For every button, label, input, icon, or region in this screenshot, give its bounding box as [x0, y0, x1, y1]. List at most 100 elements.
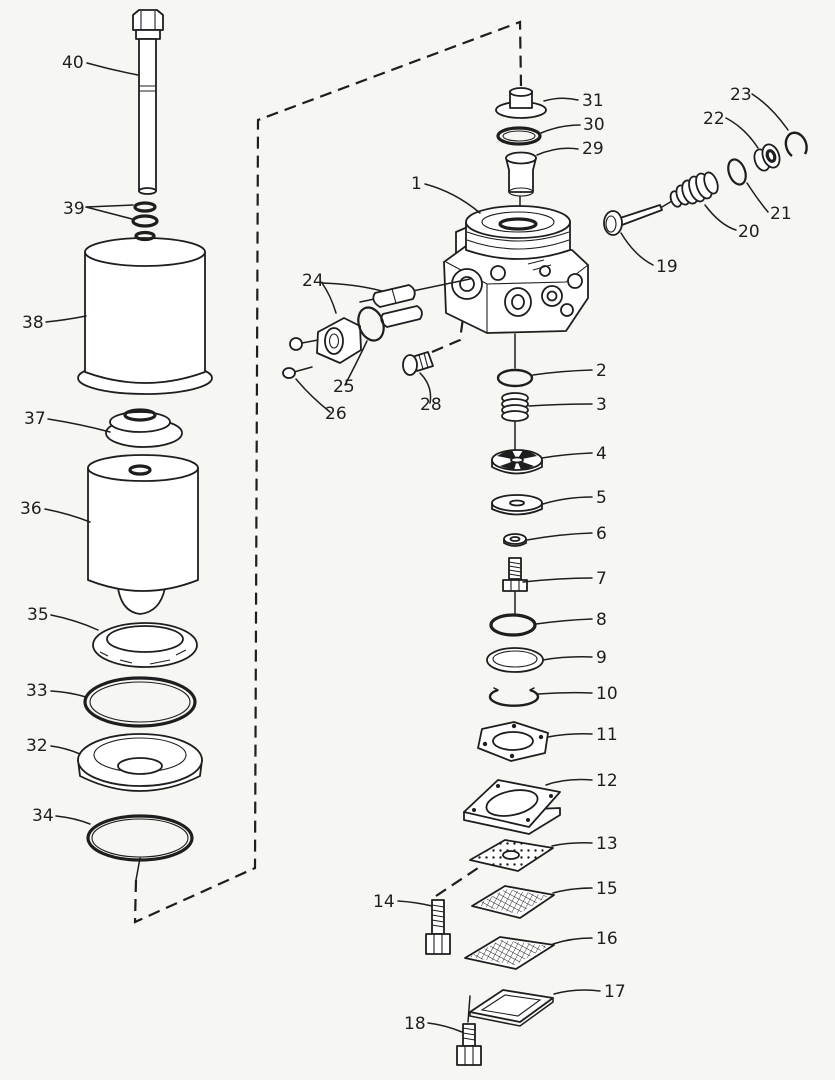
callout-7: 7: [596, 569, 607, 589]
part-14-bolt: [425, 899, 451, 955]
piston-24-housing-bore: [324, 327, 344, 355]
bolt-40-end: [138, 187, 157, 195]
spring-3-coil-4: [501, 410, 529, 422]
part-2-o-ring: [496, 368, 534, 388]
callout-22: 22: [703, 109, 725, 129]
leader-25: [344, 340, 368, 386]
o-ring-25: [357, 306, 385, 342]
leader-35: [50, 614, 99, 631]
part-29-sleeve: [505, 151, 537, 197]
gasket-37-mid: [109, 411, 171, 433]
screw-26-shank: [293, 366, 313, 373]
leader-32: [50, 745, 81, 755]
stem-19-shaft: [619, 204, 663, 226]
fitting-28-head: [402, 354, 418, 376]
part-20-bellows: [661, 171, 719, 208]
piston-24-cylinder-a-band: [391, 288, 397, 304]
bolt-18-head-edges: [464, 1046, 474, 1065]
leader-26: [295, 378, 331, 413]
callout-31: 31: [582, 91, 604, 111]
leader-7: [522, 577, 593, 583]
callout-12: 12: [596, 771, 618, 791]
part-33-o-ring: [83, 676, 197, 728]
part-3-spring: [501, 392, 529, 422]
part-32-base-cup: [77, 733, 203, 792]
frame-12-hole-1: [496, 784, 500, 788]
bolt-40-head: [132, 9, 164, 31]
leader-6: [526, 532, 593, 541]
frame-12-hole-3: [526, 818, 530, 822]
washer-6-hole: [509, 536, 521, 542]
part-31-cap: [495, 87, 547, 119]
callout-4: 4: [596, 444, 607, 464]
part-38-filter-cover: [77, 230, 213, 395]
filter-36-top-hole: [128, 464, 152, 476]
part-35-ring: [92, 622, 198, 668]
callout-34: 34: [32, 806, 54, 826]
filter-36-top: [87, 454, 199, 482]
leader-18: [427, 1022, 463, 1033]
part-18-bolt: [456, 1023, 482, 1066]
ring-9-inner: [492, 650, 538, 668]
part-36-filter-element: [87, 454, 199, 615]
bolt-7-thread-lines: [508, 561, 522, 577]
bolt-18-head: [456, 1045, 482, 1066]
part-40-long-bolt: [132, 9, 164, 195]
o-ring-33: [83, 676, 197, 728]
leader-13: [551, 842, 593, 847]
leader-31: [543, 97, 579, 102]
o-ring-2: [496, 368, 534, 388]
assembly-path: [133, 20, 523, 924]
leader-1: [424, 183, 481, 214]
fitting-28-thread-lines: [418, 352, 429, 370]
cup-32-hole: [117, 757, 163, 775]
part-19-valve-stem: [603, 204, 663, 236]
leader-20: [704, 204, 737, 231]
part-4-disc: [491, 449, 543, 475]
callout-25: 25: [333, 377, 355, 397]
frame-17-inner: [480, 994, 542, 1017]
body-1-port-e: [567, 273, 583, 289]
disc-4-hub: [510, 456, 524, 464]
callout-38: 38: [22, 313, 44, 333]
part-16-mesh: [464, 936, 555, 970]
leader-23: [751, 93, 789, 131]
o-ring-21: [727, 158, 747, 186]
fitting-28-dashed-line: [431, 317, 465, 354]
washer-39-b: [131, 214, 159, 228]
cover-38-top: [84, 237, 206, 267]
sleeve-29-bottom: [508, 187, 534, 197]
part-34-o-ring: [86, 814, 194, 862]
bellows-20-fold-6: [703, 171, 719, 195]
part-10-circlip: [488, 687, 540, 707]
leader-5: [542, 496, 593, 505]
frame-12-hole-2: [549, 794, 553, 798]
frame-17-outer: [469, 989, 554, 1023]
callout-21: 21: [770, 204, 792, 224]
ring-9-outer: [486, 647, 544, 673]
leader-lines: [44, 62, 789, 1033]
callout-3: 3: [596, 395, 607, 415]
plate-11-hole-3: [509, 753, 515, 759]
part-25-o-ring: [357, 306, 385, 342]
leader-29: [536, 147, 579, 156]
bolt-18-thread-lines: [462, 1027, 476, 1041]
callout-8: 8: [596, 610, 607, 630]
callout-39: 39: [63, 199, 85, 219]
callout-32: 32: [26, 736, 48, 756]
part-8-o-ring: [489, 613, 537, 637]
gasket-37-inner: [123, 408, 157, 422]
body-1-top-bore: [498, 217, 538, 231]
plug-22-front: [761, 143, 781, 169]
o-ring-8: [489, 613, 537, 637]
bolt-14-thread-lines: [431, 904, 445, 928]
part-12-frame: [463, 779, 561, 835]
part-9-ring: [486, 647, 544, 673]
callout-20: 20: [738, 222, 760, 242]
frame-12-bore: [485, 789, 539, 817]
callout-14: 14: [373, 892, 395, 912]
part-24-piston-assembly: [289, 278, 471, 364]
ring-30: [496, 126, 542, 146]
body-1-top-face: [465, 205, 571, 239]
callout-19: 19: [656, 257, 678, 277]
